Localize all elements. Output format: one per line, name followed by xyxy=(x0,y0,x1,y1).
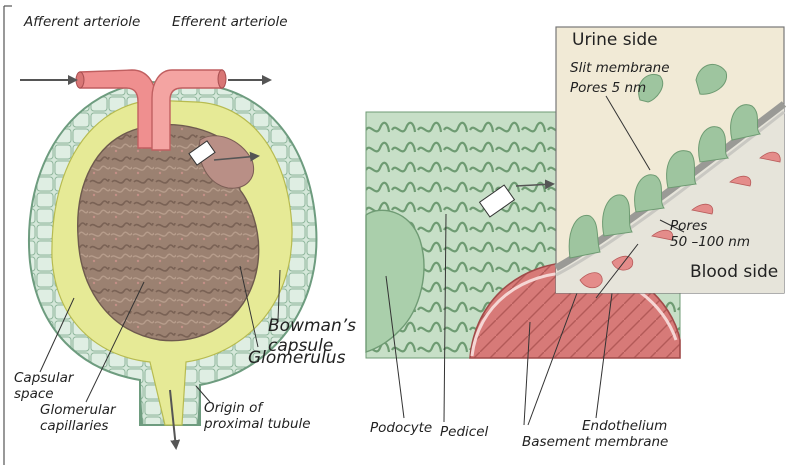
pores-slit-label: Pores 5 nm xyxy=(570,80,646,96)
pores-endothelium-label: Pores 50 –100 nm xyxy=(670,218,750,250)
slit-membrane-label: Slit membrane xyxy=(570,60,670,76)
podocyte-label: Podocyte xyxy=(370,420,432,436)
pedicel-label: Pedicel xyxy=(440,424,488,440)
afferent-arteriole-label: Afferent arteriole xyxy=(24,14,140,30)
blood-side-label: Blood side xyxy=(690,262,778,283)
bowmans-capsule-label: Bowman’s capsule xyxy=(268,316,356,356)
glomerular-capillaries-label: Glomerular capillaries xyxy=(40,402,116,434)
capsular-space-label: Capsular space xyxy=(14,370,73,402)
efferent-arteriole-label: Efferent arteriole xyxy=(172,14,288,30)
basement-membrane-label: Basement membrane xyxy=(522,434,668,450)
urine-side-label: Urine side xyxy=(572,30,658,51)
proximal-tubule-label: Origin of proximal tubule xyxy=(204,400,311,432)
endothelium-label: Endothelium xyxy=(582,418,667,434)
